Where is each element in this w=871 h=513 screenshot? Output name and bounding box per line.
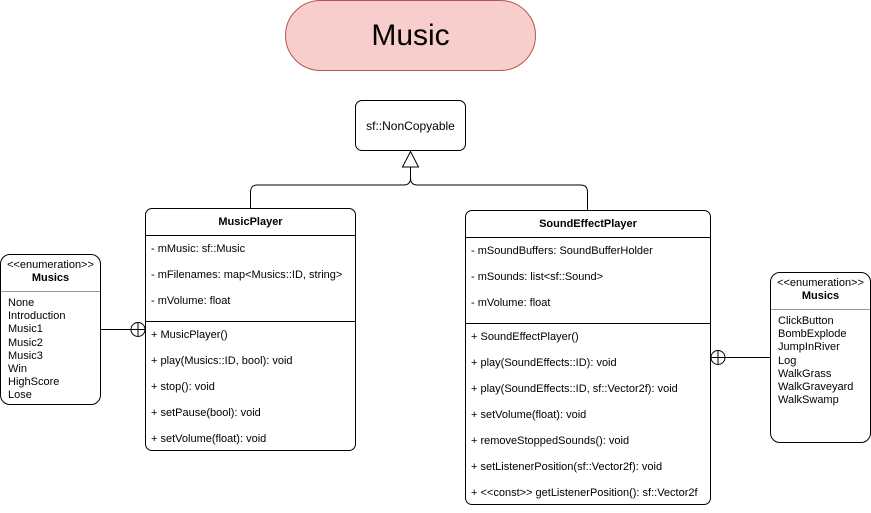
enum-value: WalkGrass <box>778 367 832 380</box>
method: + setVolume(float): void <box>471 409 587 421</box>
enum-value: Log <box>778 354 797 367</box>
enum-value: Music3 <box>8 349 43 362</box>
class-musicplayer-methods: + MusicPlayer() + play(Musics::ID, bool)… <box>146 322 355 459</box>
class-noncopyable-name: sf::NonCopyable <box>366 118 455 133</box>
enum-value: WalkGraveyard <box>778 381 854 394</box>
enum-name: Musics <box>31 272 70 284</box>
attribute: - mVolume: float <box>151 295 231 307</box>
enum-stereotype: <<enumeration>> <box>7 259 94 271</box>
enum-value: Music2 <box>8 336 43 349</box>
enum-value: Win <box>8 363 27 376</box>
method: + setPause(bool): void <box>151 407 261 419</box>
enum-value: Lose <box>8 389 32 402</box>
enum-value: HighScore <box>8 376 60 389</box>
class-musicplayer: MusicPlayer - mMusic: sf::Music - mFilen… <box>145 208 356 451</box>
enum-name: Musics <box>801 290 840 302</box>
enum-musics-right: <<enumeration>> Musics ClickButton BombE… <box>770 272 871 443</box>
enum-value: BombExplode <box>778 328 847 341</box>
method: + setListenerPosition(sf::Vector2f): voi… <box>471 461 663 473</box>
class-soundeffectplayer: SoundEffectPlayer - mSoundBuffers: Sound… <box>465 210 711 505</box>
method: + SoundEffectPlayer() <box>471 331 579 343</box>
enum-divider <box>771 309 870 310</box>
enum-values: None Introduction Music1 Music2 Music3 W… <box>1 292 100 403</box>
enum-stereotype: <<enumeration>> <box>777 277 864 289</box>
enum-divider <box>1 291 100 292</box>
inheritance-line-soundeffectplayer <box>410 177 588 210</box>
class-soundeffectplayer-attributes: - mSoundBuffers: SoundBufferHolder - mSo… <box>466 238 710 324</box>
class-musicplayer-attributes: - mMusic: sf::Music - mFilenames: map<Mu… <box>146 236 355 322</box>
enum-value: WalkSwamp <box>778 394 839 407</box>
class-soundeffectplayer-methods: + SoundEffectPlayer() + play(SoundEffect… <box>466 324 710 513</box>
method: + setVolume(float): void <box>151 433 267 445</box>
enum-value: Introduction <box>8 310 66 323</box>
inheritance-arrowhead <box>401 150 420 168</box>
class-noncopyable: sf::NonCopyable <box>355 100 466 151</box>
method: + <<const>> getListenerPosition(): sf::V… <box>471 487 698 499</box>
class-musicplayer-name: MusicPlayer <box>146 209 355 236</box>
enum-value: ClickButton <box>778 315 834 327</box>
method: + play(SoundEffects::ID, sf::Vector2f): … <box>471 383 678 395</box>
enum-musics-left: <<enumeration>> Musics None Introduction… <box>0 254 101 405</box>
enum-value: None <box>8 297 35 309</box>
attribute: - mVolume: float <box>471 297 551 309</box>
attribute: - mMusic: sf::Music <box>151 243 246 255</box>
method: + MusicPlayer() <box>151 329 228 341</box>
inheritance-line-musicplayer <box>250 167 411 208</box>
attribute: - mSoundBuffers: SoundBufferHolder <box>471 245 653 257</box>
nesting-anchor-left <box>130 322 146 337</box>
method: + stop(): void <box>151 381 215 393</box>
method: + play(SoundEffects::ID): void <box>471 357 617 369</box>
attribute: - mFilenames: map<Musics::ID, string> <box>151 269 343 281</box>
attribute: - mSounds: list<sf::Sound> <box>471 271 604 283</box>
class-soundeffectplayer-name: SoundEffectPlayer <box>466 211 710 238</box>
enum-values: ClickButton BombExplode JumpInRiver Log … <box>771 310 870 407</box>
nesting-anchor-right <box>710 350 726 365</box>
method: + removeStoppedSounds(): void <box>471 435 630 447</box>
enum-value: JumpInRiver <box>778 341 840 354</box>
method: + play(Musics::ID, bool): void <box>151 355 293 367</box>
enum-value: Music1 <box>8 323 43 336</box>
diagram-title: Music <box>285 0 536 71</box>
